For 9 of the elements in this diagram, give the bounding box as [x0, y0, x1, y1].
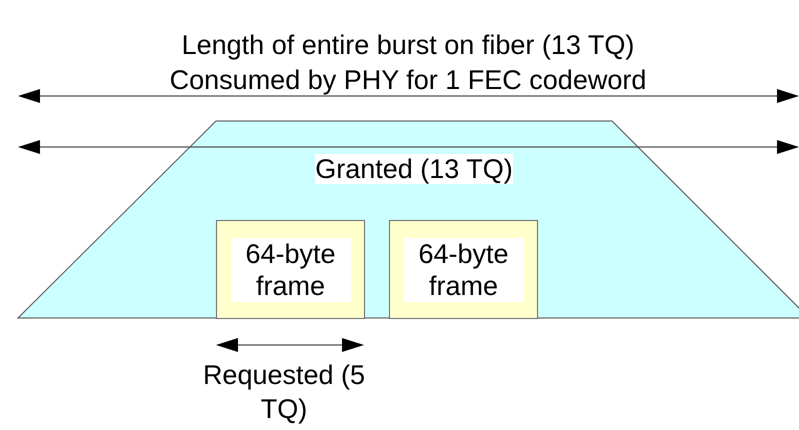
frame-box [216, 220, 365, 319]
granted-label: Granted (13 TQ) [315, 154, 513, 184]
burst-trapezoid [18, 121, 799, 318]
heading: Length of entire burst on fiber (13 TQ) [180, 29, 636, 61]
heading: Consumed by PHY for 1 FEC codeword [168, 64, 648, 96]
requested-label: Requested (5 TQ) [202, 359, 366, 426]
frame-box [389, 220, 538, 319]
frame-label: 64-byte frame [404, 238, 524, 302]
frame-label: 64-byte frame [230, 238, 350, 302]
